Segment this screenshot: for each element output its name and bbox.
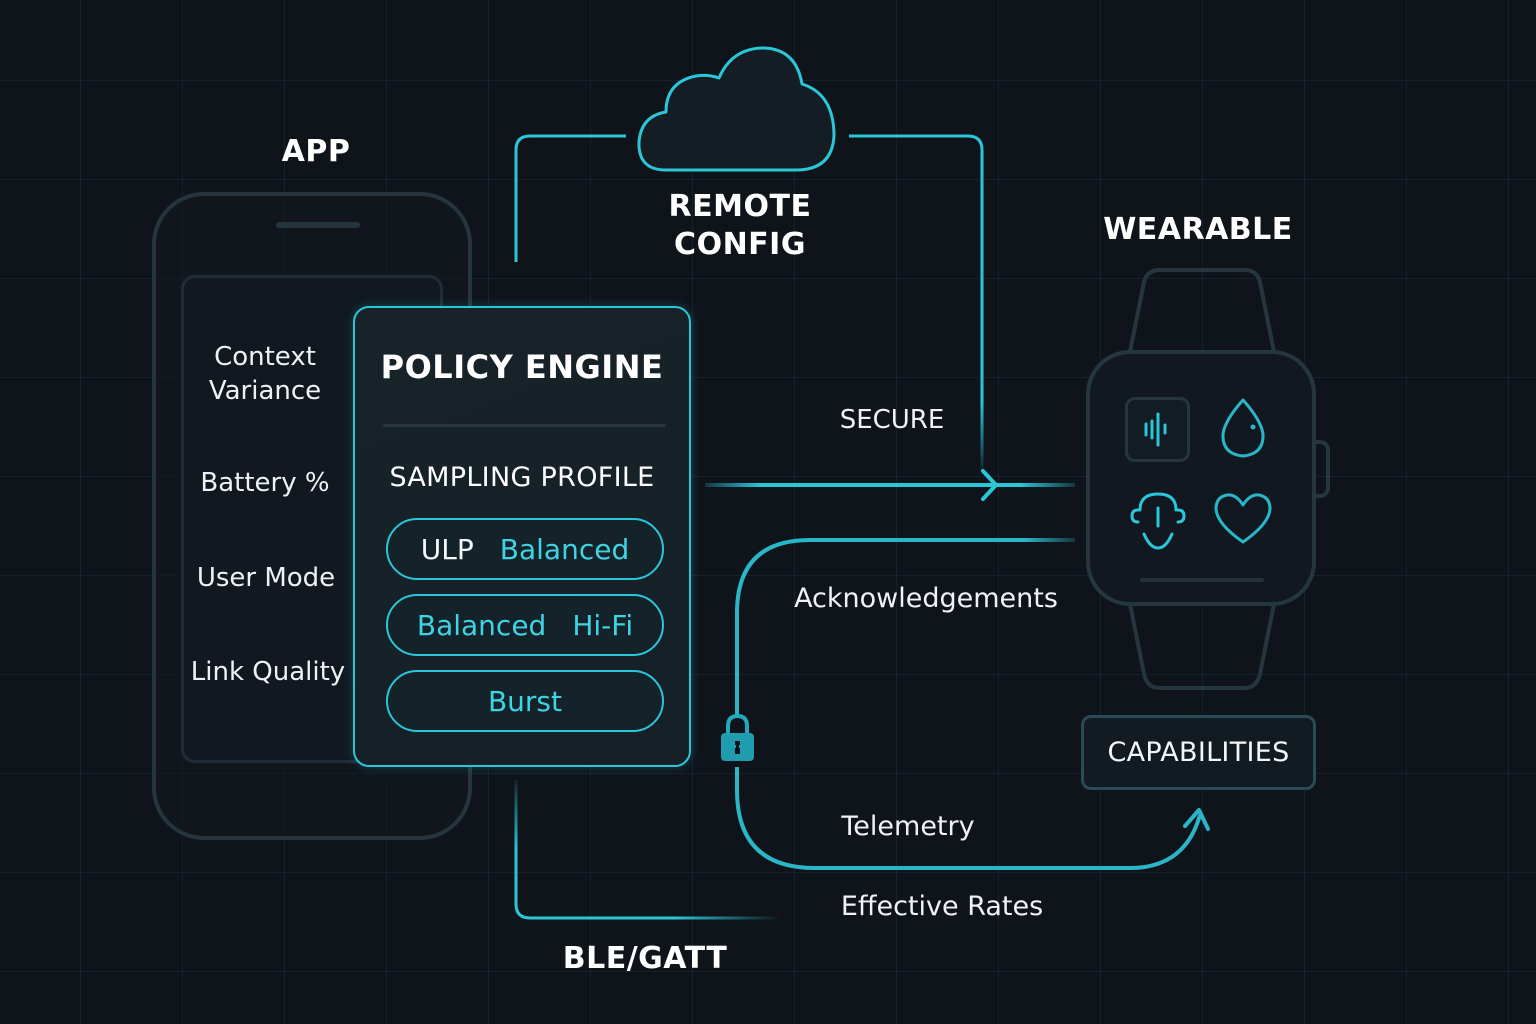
profile-single-label: Burst — [487, 684, 563, 718]
profile-right-label: Balanced — [499, 532, 630, 566]
remote-config-line2: CONFIG — [674, 227, 806, 262]
profile-left-label: ULP — [420, 532, 474, 566]
watch-crown — [1312, 440, 1330, 498]
telemetry-label: Telemetry — [841, 811, 975, 842]
remote-config-title: REMOTE CONFIG — [640, 188, 840, 264]
watch-body — [1086, 350, 1316, 606]
watch-indicator-bar — [1140, 578, 1264, 582]
face-sensor-icon[interactable] — [1128, 488, 1188, 554]
cloud-link-left — [514, 134, 626, 262]
profile-option-balanced-hifi[interactable]: Balanced Hi-Fi — [386, 594, 664, 656]
ble-gatt-label: BLE/GATT — [562, 941, 728, 976]
heart-icon[interactable] — [1212, 490, 1274, 548]
wearable-title: WEARABLE — [1103, 212, 1293, 247]
context-variance-line1: Context — [214, 342, 316, 372]
profile-option-ulp-balanced[interactable]: ULP Balanced — [386, 518, 664, 580]
context-variance-line2: Variance — [208, 376, 322, 406]
context-variance-label: Context Variance — [175, 340, 355, 408]
watch-strap-top — [1128, 268, 1276, 353]
watch-strap-bottom — [1128, 603, 1276, 690]
cloud-icon — [637, 46, 836, 172]
sampling-profile-title: SAMPLING PROFILE — [389, 462, 655, 493]
profile-option-burst[interactable]: Burst — [386, 670, 664, 732]
secure-label: SECURE — [839, 405, 945, 435]
profile-left-label: Balanced — [416, 608, 547, 642]
water-drop-icon[interactable] — [1215, 396, 1271, 462]
profile-right-label: Hi-Fi — [572, 608, 634, 642]
lock-icon — [721, 713, 754, 761]
telemetry-arrowhead — [1183, 808, 1210, 831]
acknowledgements-label: Acknowledgements — [794, 583, 1058, 614]
secure-arrowhead — [981, 469, 998, 501]
app-title: APP — [281, 134, 351, 169]
cloud-link-right — [849, 134, 984, 470]
link-quality-label: Link Quality — [190, 657, 346, 687]
policy-engine-title: POLICY ENGINE — [380, 348, 664, 386]
ack-link-line — [735, 538, 1075, 718]
ble-link-vertical — [514, 780, 531, 920]
phone-speaker — [276, 222, 360, 228]
policy-divider — [383, 424, 666, 427]
user-mode-label: User Mode — [196, 563, 336, 593]
remote-config-line1: REMOTE — [668, 189, 812, 224]
telemetry-link-line — [735, 767, 1202, 870]
capabilities-box: CAPABILITIES — [1081, 715, 1316, 790]
effective-rates-label: Effective Rates — [840, 891, 1044, 922]
audio-waveform-icon — [1144, 412, 1167, 447]
battery-label: Battery % — [200, 468, 330, 498]
